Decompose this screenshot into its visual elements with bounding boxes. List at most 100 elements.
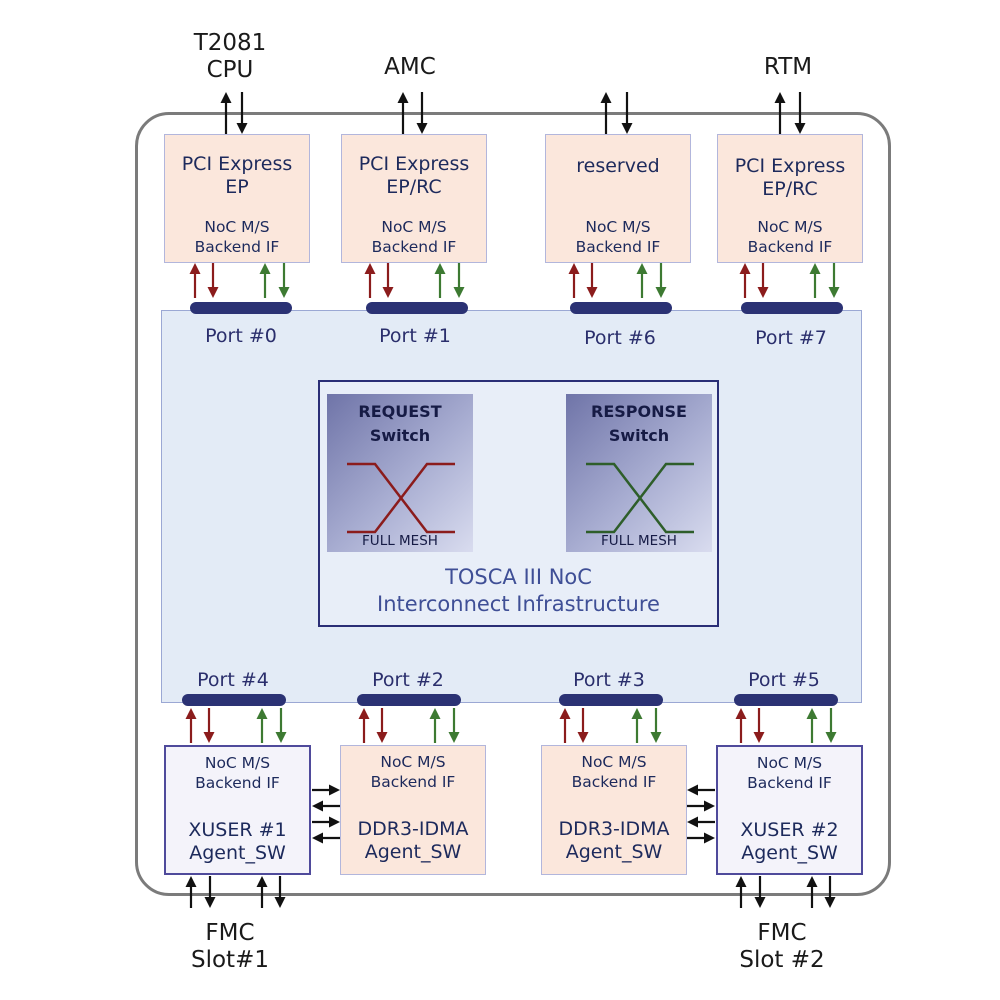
ddr3-idma2-noc-line2: Backend IF xyxy=(571,773,657,791)
request-title-line2: Switch xyxy=(369,426,431,445)
fmc2-label-line1: FMC xyxy=(757,920,807,946)
fmc-down-arrow-1 xyxy=(274,876,286,908)
cpu-label-line1: T2081 xyxy=(193,30,267,56)
port-5-label: Port #5 xyxy=(748,669,820,691)
pcie-rtm-noc-line1: NoC M/S xyxy=(757,218,823,236)
resp-up-arrow-bot-1 xyxy=(429,708,441,743)
rtm-label: RTM xyxy=(763,54,813,80)
request-switch: REQUEST Switch FULL MESH xyxy=(327,394,473,552)
port-7-bar xyxy=(741,302,843,314)
request-crossbar-icon xyxy=(347,462,455,534)
fmc1-label-line1: FMC xyxy=(205,920,255,946)
response-title-line2: Switch xyxy=(608,426,670,445)
port-3-bar xyxy=(559,694,663,706)
link-left-arrow-r2 xyxy=(687,816,715,828)
pcie-ep-block: PCI Express EP NoC M/S Backend IF xyxy=(164,134,310,263)
fmc2-label-line2: Slot #2 xyxy=(739,947,825,973)
pcie-rtm-title-line2: EP/RC xyxy=(762,178,818,200)
io-up-arrow-3 xyxy=(774,92,786,134)
ddr3-idma2-title-line1: DDR3-IDMA xyxy=(558,818,670,840)
reserved-title-line1: reserved xyxy=(576,155,660,177)
cpu-label: T2081 CPU xyxy=(180,30,280,84)
port-0-label: Port #0 xyxy=(205,325,277,347)
xuser2-title-line1: XUSER #2 xyxy=(740,819,839,841)
ddr3-idma1-noc-line1: NoC M/S xyxy=(380,753,446,771)
xuser1-title-line2: Agent_SW xyxy=(189,842,286,864)
req-up-arrow-bot-0 xyxy=(185,708,197,743)
ddr3-idma1-noc: NoC M/S Backend IF xyxy=(341,752,485,792)
port-1-label: Port #1 xyxy=(379,325,451,347)
link-left-arrow-l3 xyxy=(312,832,340,844)
resp-up-arrow-bot-3 xyxy=(806,708,818,743)
resp-up-arrow-top-0 xyxy=(259,263,271,298)
request-title-line1: REQUEST xyxy=(358,402,442,421)
req-down-arrow-top-1 xyxy=(382,263,394,298)
resp-up-arrow-bot-0 xyxy=(256,708,268,743)
port-6-label: Port #6 xyxy=(584,327,656,349)
xuser1-block: NoC M/S Backend IF XUSER #1 Agent_SW xyxy=(164,745,311,875)
ddr3-idma2-title: DDR3-IDMA Agent_SW xyxy=(542,818,686,864)
fmc-down-arrow-2 xyxy=(754,876,766,908)
port-2-bar xyxy=(357,694,461,706)
ddr3-idma1-title: DDR3-IDMA Agent_SW xyxy=(341,818,485,864)
reserved-block: reserved NoC M/S Backend IF xyxy=(545,134,691,263)
link-right-arrow-l2 xyxy=(312,816,340,828)
fmc-up-arrow-1 xyxy=(256,876,268,908)
ddr3-idma2-title-line2: Agent_SW xyxy=(565,841,663,863)
pcie-rtm-noc: NoC M/S Backend IF xyxy=(718,217,862,257)
resp-down-arrow-bot-2 xyxy=(650,708,662,743)
core-title-line1: TOSCA III NoC xyxy=(445,565,592,589)
response-title-line1: RESPONSE xyxy=(591,402,687,421)
req-down-arrow-top-3 xyxy=(757,263,769,298)
io-down-arrow-2 xyxy=(621,92,633,134)
pcie-amc-title: PCI Express EP/RC xyxy=(342,153,486,199)
resp-down-arrow-top-0 xyxy=(278,263,290,298)
xuser2-title-line2: Agent_SW xyxy=(741,842,838,864)
pcie-ep-noc-line1: NoC M/S xyxy=(204,218,270,236)
io-up-arrow-2 xyxy=(600,92,612,134)
req-up-arrow-bot-1 xyxy=(358,708,370,743)
reserved-noc-line1: NoC M/S xyxy=(585,218,651,236)
xuser1-title: XUSER #1 Agent_SW xyxy=(166,819,309,865)
noc-fabric xyxy=(161,310,862,703)
ddr3-idma2-block: NoC M/S Backend IF DDR3-IDMA Agent_SW xyxy=(541,745,687,875)
ddr3-idma2-noc-line1: NoC M/S xyxy=(581,753,647,771)
pcie-amc-noc-line2: Backend IF xyxy=(371,238,457,256)
pcie-ep-title-line1: PCI Express xyxy=(181,153,293,175)
io-down-arrow-1 xyxy=(416,92,428,134)
reserved-noc: NoC M/S Backend IF xyxy=(546,217,690,257)
cpu-label-line2: CPU xyxy=(206,57,254,83)
pcie-ep-noc: NoC M/S Backend IF xyxy=(165,217,309,257)
pcie-amc-title-line2: EP/RC xyxy=(386,176,442,198)
xuser2-noc-line2: Backend IF xyxy=(747,774,832,792)
response-crossbar-icon xyxy=(586,462,694,534)
fmc-down-arrow-0 xyxy=(204,876,216,908)
xuser1-noc-line2: Backend IF xyxy=(195,774,280,792)
response-switch-title: RESPONSE Switch xyxy=(566,400,712,448)
pcie-ep-title: PCI Express EP xyxy=(165,153,309,199)
req-up-arrow-top-0 xyxy=(189,263,201,298)
port-2-label: Port #2 xyxy=(372,669,444,691)
xuser1-noc-line1: NoC M/S xyxy=(204,754,271,772)
io-down-arrow-3 xyxy=(794,92,806,134)
io-up-arrow-0 xyxy=(220,92,232,134)
core-title-line2: Interconnect Infrastructure xyxy=(377,592,660,616)
ddr3-idma2-noc: NoC M/S Backend IF xyxy=(542,752,686,792)
pcie-ep-noc-line2: Backend IF xyxy=(194,238,280,256)
xuser2-title: XUSER #2 Agent_SW xyxy=(718,819,861,865)
resp-down-arrow-top-2 xyxy=(655,263,667,298)
tosca-noc-core: REQUEST Switch FULL MESH RESPONSE Switch… xyxy=(318,380,719,627)
xuser1-noc: NoC M/S Backend IF xyxy=(166,753,309,793)
req-down-arrow-bot-1 xyxy=(376,708,388,743)
pcie-ep-title-line2: EP xyxy=(225,176,249,198)
fmc1-label: FMC Slot#1 xyxy=(180,920,280,974)
pcie-rtm-block: PCI Express EP/RC NoC M/S Backend IF xyxy=(717,134,863,263)
req-up-arrow-top-1 xyxy=(364,263,376,298)
req-up-arrow-top-2 xyxy=(568,263,580,298)
request-caption: FULL MESH xyxy=(362,533,438,549)
core-title: TOSCA III NoC Interconnect Infrastructur… xyxy=(320,564,717,618)
port-3-label: Port #3 xyxy=(573,669,645,691)
ddr3-idma1-title-line2: Agent_SW xyxy=(364,841,462,863)
